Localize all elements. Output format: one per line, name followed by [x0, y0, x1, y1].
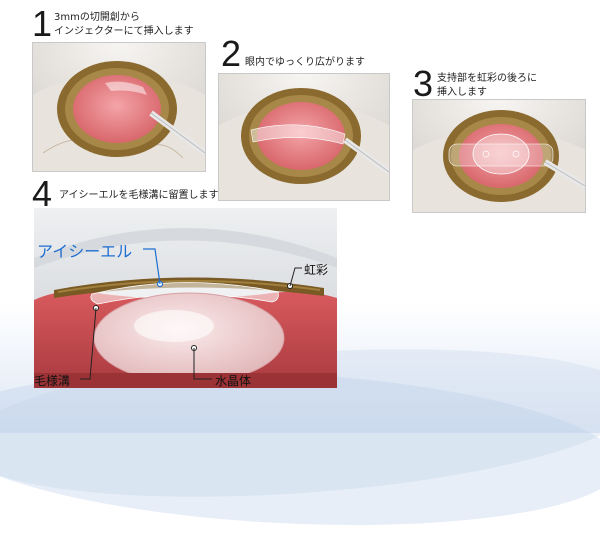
- step-1-number: 1: [32, 3, 53, 44]
- label-crystalline-lens: 水晶体: [215, 374, 252, 388]
- step-1-text-line2: インジェクターにて挿入します: [54, 26, 194, 37]
- step-4-cross-section: [34, 208, 337, 388]
- step-3-text-line1: 支持部を虹彩の後ろに: [437, 73, 537, 84]
- label-iris: 虹彩: [304, 263, 329, 277]
- step-4-number: 4: [32, 173, 53, 214]
- step-1-illustration: [32, 42, 206, 172]
- step-4-text: アイシーエルを毛様溝に留置します: [59, 190, 219, 201]
- step-2-number: 2: [221, 33, 242, 74]
- step-3-text: 支持部を虹彩の後ろに 挿入します: [437, 72, 537, 100]
- step-2-illustration: [218, 73, 390, 201]
- step-3-illustration: [412, 99, 586, 213]
- label-ciliary-sulcus: 毛様溝: [34, 374, 71, 388]
- step-1-text: 3mmの切開創から インジェクターにて挿入します: [54, 11, 194, 39]
- step-1-text-line1: 3mmの切開創から: [54, 12, 140, 23]
- step-3-number: 3: [413, 63, 434, 104]
- label-icl-lens: アイシーエル: [37, 242, 133, 261]
- step-3-text-line2: 挿入します: [437, 87, 487, 98]
- step-2-text: 眼内でゆっくり広がります: [245, 57, 365, 68]
